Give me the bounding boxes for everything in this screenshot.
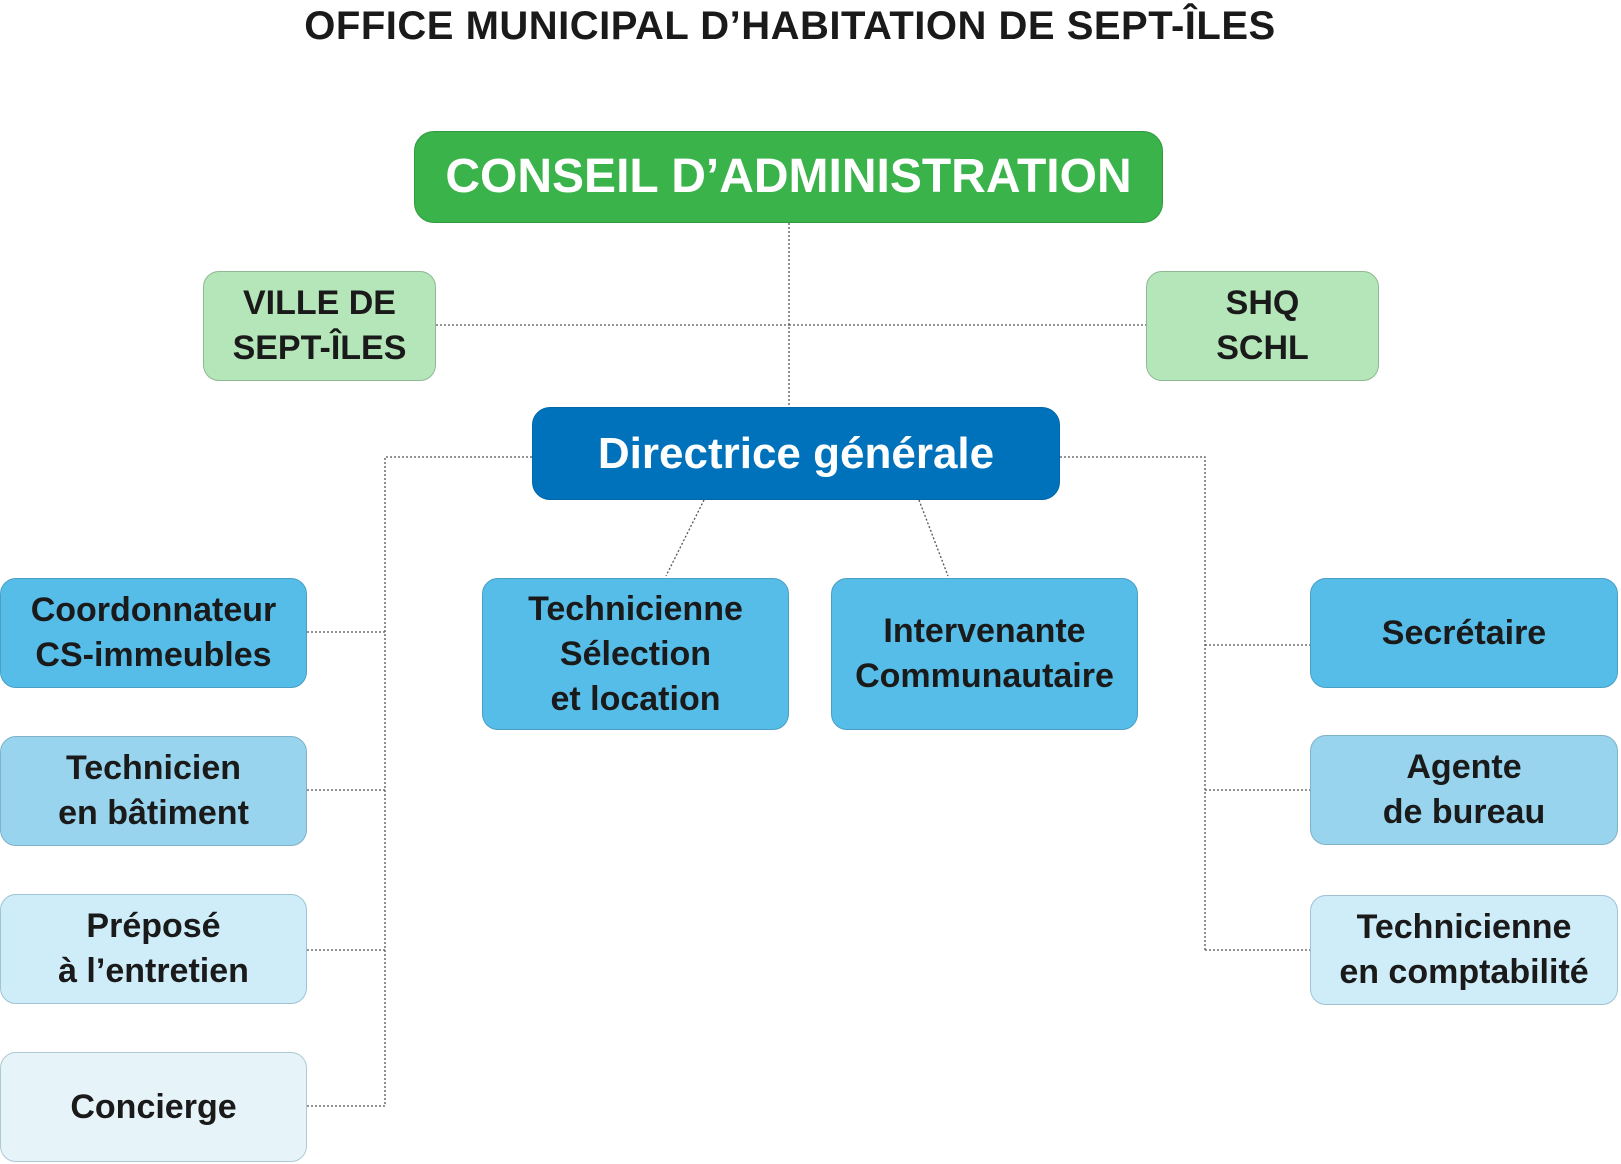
connector-left-trunk: [384, 456, 532, 1106]
connector-right-trunk: [1060, 456, 1206, 950]
node-technicienne-comptabilite[interactable]: Technicienne en comptabilité: [1310, 895, 1618, 1005]
node-secretaire[interactable]: Secrétaire: [1310, 578, 1618, 688]
chart-title: OFFICE MUNICIPAL D’HABITATION DE SEPT-ÎL…: [304, 4, 1276, 48]
connector-technicienne-selection: [665, 499, 705, 577]
node-shq-schl[interactable]: SHQ SCHL: [1146, 271, 1379, 381]
node-agente-bureau[interactable]: Agente de bureau: [1310, 735, 1618, 845]
node-concierge[interactable]: Concierge: [0, 1052, 307, 1162]
node-technicien-batiment[interactable]: Technicien en bâtiment: [0, 736, 307, 846]
node-technicienne-selection[interactable]: Technicienne Sélection et location: [482, 578, 789, 730]
node-conseil-administration[interactable]: CONSEIL D’ADMINISTRATION: [414, 131, 1163, 223]
connector-intervenante: [918, 499, 949, 577]
node-ville-sept-iles[interactable]: VILLE DE SEPT-ÎLES: [203, 271, 436, 381]
node-intervenante-communautaire[interactable]: Intervenante Communautaire: [831, 578, 1138, 730]
node-directrice-generale[interactable]: Directrice générale: [532, 407, 1060, 500]
node-coordonnateur[interactable]: Coordonnateur CS-immeubles: [0, 578, 307, 688]
node-prepose-entretien[interactable]: Préposé à l’entretien: [0, 894, 307, 1004]
